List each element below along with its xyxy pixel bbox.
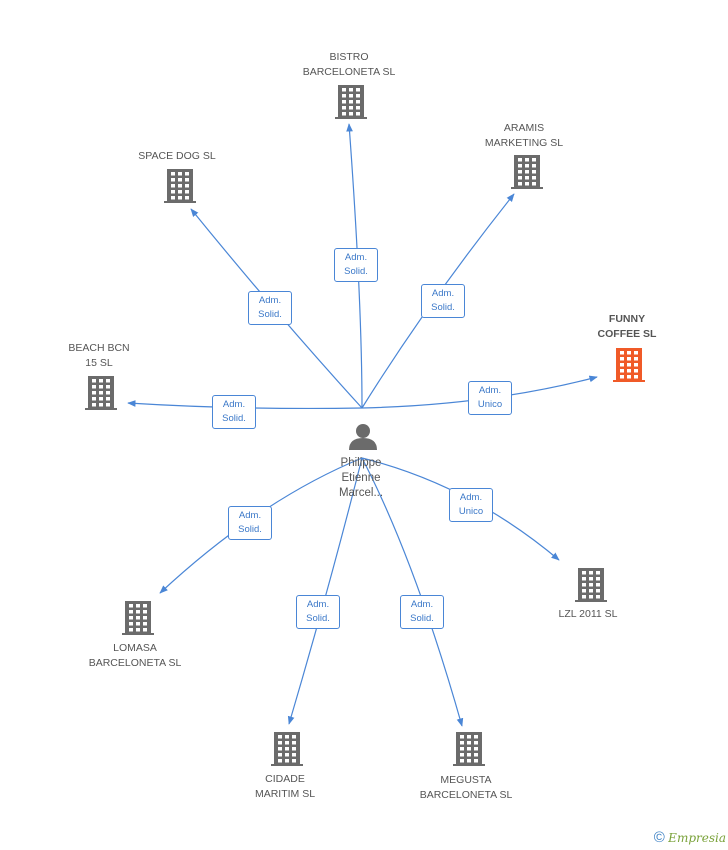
- lomasa-building-icon[interactable]: [122, 601, 154, 635]
- company-label-line: FUNNY: [608, 313, 646, 325]
- role-text: Solid.: [306, 613, 330, 624]
- edge-megusta: [361, 457, 464, 727]
- role-text: Solid.: [258, 309, 282, 320]
- role-badge-funny[interactable]: Adm. Unico: [468, 381, 512, 415]
- footer-brand: © Empresia: [654, 829, 726, 846]
- role-text: Solid.: [431, 302, 455, 313]
- role-badge-lzl[interactable]: Adm. Unico: [449, 488, 493, 522]
- copyright-symbol: ©: [653, 829, 665, 846]
- role-text: Adm.: [306, 599, 330, 610]
- company-label-line: MARKETING SL: [484, 137, 564, 149]
- funny-building-icon[interactable]: [613, 348, 645, 382]
- role-badge-megusta[interactable]: Adm. Solid.: [400, 595, 444, 629]
- company-label-line: BARCELONETA SL: [419, 789, 513, 801]
- role-text: Solid.: [344, 266, 368, 277]
- role-badge-aramis[interactable]: Adm. Solid.: [421, 284, 465, 318]
- bistro-building-icon[interactable]: [335, 85, 367, 119]
- person-name[interactable]: Philippe Etienne Marcel...: [319, 456, 403, 501]
- person-icon[interactable]: [349, 424, 377, 450]
- aramis-building-icon[interactable]: [511, 155, 543, 189]
- brand-name: mpresia: [676, 831, 726, 845]
- company-label-aramis[interactable]: ARAMIS MARKETING SL: [454, 121, 594, 151]
- company-label-spacedog[interactable]: SPACE DOG SL: [107, 149, 247, 164]
- company-label-line: LOMASA: [113, 642, 157, 654]
- company-label-line: BARCELONETA SL: [302, 66, 396, 78]
- company-label-line: CIDADE: [265, 773, 305, 785]
- company-label-cidade[interactable]: CIDADE MARITIM SL: [215, 772, 355, 802]
- spacedog-building-icon[interactable]: [164, 169, 196, 203]
- brand-initial: E: [668, 831, 677, 845]
- company-label-line: ARAMIS: [503, 122, 545, 134]
- role-text: Adm.: [410, 599, 434, 610]
- company-label-lomasa[interactable]: LOMASA BARCELONETA SL: [65, 641, 205, 671]
- edge-bistro: [346, 123, 363, 409]
- company-label-line: BARCELONETA SL: [88, 657, 182, 669]
- role-text: Unico: [458, 506, 484, 517]
- cidade-building-icon[interactable]: [271, 732, 303, 766]
- company-label-line: SPACE DOG SL: [138, 150, 216, 162]
- person-name-line-1: Philippe: [340, 457, 382, 469]
- role-text: Solid.: [410, 613, 434, 624]
- role-text: Adm.: [344, 252, 368, 263]
- role-text: Adm.: [238, 510, 262, 521]
- role-text: Adm.: [478, 385, 502, 396]
- megusta-building-icon[interactable]: [453, 732, 485, 766]
- company-label-line: MEGUSTA: [440, 774, 492, 786]
- company-label-line: BISTRO: [329, 51, 369, 63]
- role-text: Solid.: [238, 524, 262, 535]
- company-label-megusta[interactable]: MEGUSTA BARCELONETA SL: [396, 773, 536, 803]
- company-label-line: LZL 2011 SL: [558, 608, 618, 620]
- role-badge-beach[interactable]: Adm. Solid.: [212, 395, 256, 429]
- company-label-line: BEACH BCN: [68, 342, 130, 354]
- company-label-bistro[interactable]: BISTRO BARCELONETA SL: [279, 50, 419, 80]
- company-label-funny[interactable]: FUNNY COFFEE SL: [557, 312, 697, 342]
- role-badge-bistro[interactable]: Adm. Solid.: [334, 248, 378, 282]
- beach-building-icon[interactable]: [85, 376, 117, 410]
- role-badge-lomasa[interactable]: Adm. Solid.: [228, 506, 272, 540]
- role-badge-spacedog[interactable]: Adm. Solid.: [248, 291, 292, 325]
- company-label-lzl[interactable]: LZL 2011 SL: [518, 607, 658, 622]
- company-label-beach[interactable]: BEACH BCN 15 SL: [29, 341, 169, 371]
- company-label-line: MARITIM SL: [254, 788, 316, 800]
- role-badge-cidade[interactable]: Adm. Solid.: [296, 595, 340, 629]
- role-text: Adm.: [431, 288, 455, 299]
- role-text: Unico: [477, 399, 503, 410]
- person-name-line-2: Etienne: [341, 472, 381, 484]
- role-text: Adm.: [222, 399, 246, 410]
- role-text: Adm.: [459, 492, 483, 503]
- company-label-line: 15 SL: [85, 357, 113, 369]
- role-text: Solid.: [222, 413, 246, 424]
- lzl-building-icon[interactable]: [575, 568, 607, 602]
- company-label-line: COFFEE SL: [597, 328, 657, 340]
- role-text: Adm.: [258, 295, 282, 306]
- person-name-line-3: Marcel...: [338, 487, 384, 499]
- icons: [85, 85, 645, 766]
- edge-cidade: [287, 457, 363, 725]
